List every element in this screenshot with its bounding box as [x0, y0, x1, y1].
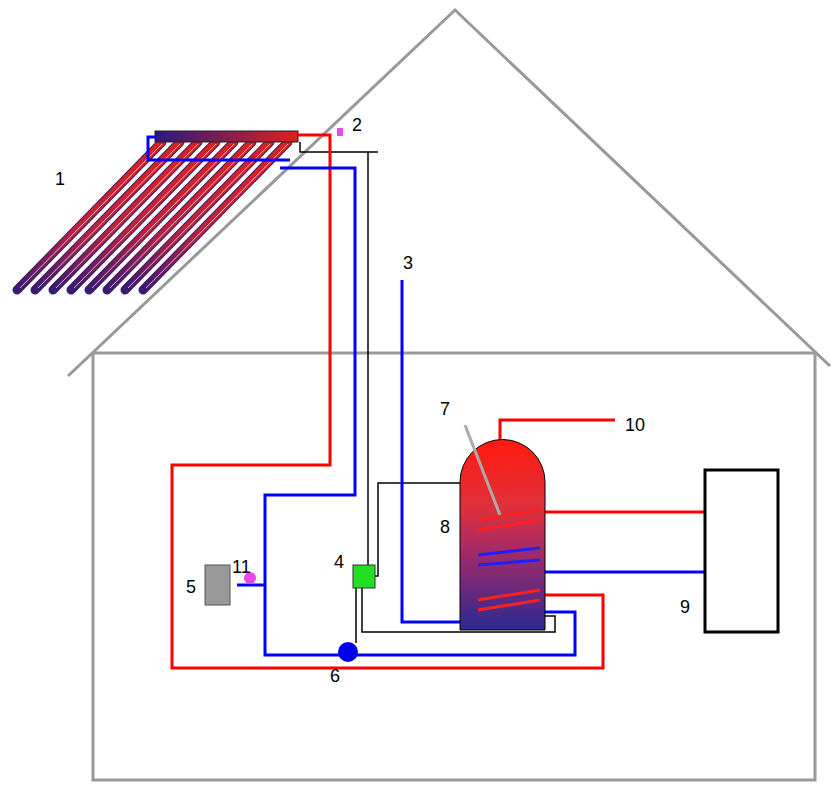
callout-number: 7 [440, 400, 450, 418]
expansion-vessel [205, 565, 230, 605]
heat-exchanger-coil [478, 510, 540, 610]
temperature-sensor [337, 128, 343, 136]
callout-number: 3 [403, 254, 413, 272]
hot-water-outlet [500, 420, 615, 442]
callout-number: 5 [186, 578, 196, 596]
boiler-return-pipe [545, 571, 705, 574]
hot-pipe [172, 135, 603, 668]
cold-pipe [265, 168, 575, 655]
callout-number: 8 [440, 518, 450, 536]
control-wire [300, 142, 555, 643]
boiler [705, 470, 778, 632]
controller [353, 565, 375, 588]
storage-tank [460, 440, 545, 630]
solar-collector [17, 131, 298, 290]
callout-number: 10 [625, 416, 645, 434]
house-outline [68, 10, 830, 780]
callout-number: 1 [55, 170, 65, 188]
callout-number: 11 [232, 558, 251, 576]
pump [338, 642, 358, 662]
cold-pipe [148, 137, 290, 160]
boiler-flow-pipe [545, 511, 705, 514]
callout-number: 4 [334, 553, 344, 571]
callout-number: 6 [330, 667, 340, 685]
anode-rod [465, 425, 500, 515]
callout-number: 9 [680, 598, 690, 616]
callout-number: 2 [352, 116, 362, 134]
vessel-pipe [237, 584, 265, 587]
